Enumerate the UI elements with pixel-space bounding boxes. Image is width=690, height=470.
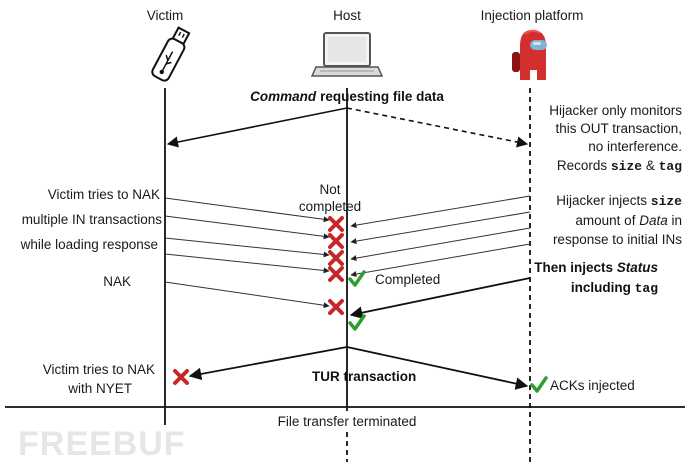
svg-text:NAK: NAK — [103, 274, 131, 289]
victim-nak-arrows — [164, 197, 330, 309]
svg-text:including tag: including tag — [571, 280, 658, 296]
usb-stick-icon — [151, 26, 191, 82]
injection-status-arrow — [349, 277, 531, 319]
svg-text:Victim tries to NAK: Victim tries to NAK — [43, 362, 155, 377]
injection-data-arrows — [350, 195, 531, 278]
svg-text:Records size & tag: Records size & tag — [557, 158, 682, 174]
svg-text:Then injects Status: Then injects Status — [534, 260, 658, 275]
command-arrow-injection — [346, 107, 529, 148]
monitor-note: Hijacker only monitors this OUT transact… — [549, 103, 682, 174]
tur-label: TUR transaction — [312, 369, 416, 384]
failed-x-marks — [328, 216, 344, 315]
status-check-icon — [348, 314, 366, 331]
completed-label: Completed — [375, 272, 440, 287]
watermark: FREEBUF — [18, 425, 186, 463]
command-arrow-victim — [166, 107, 348, 148]
not-completed-label-1: Not — [319, 182, 340, 197]
terminated-label-bg — [258, 411, 436, 431]
victim-nyet-note: Victim tries to NAK with NYET — [43, 362, 155, 396]
svg-text:multiple IN transactions: multiple IN transactions — [22, 212, 163, 227]
svg-text:Victim tries to NAK: Victim tries to NAK — [48, 187, 160, 202]
injection-header: Injection platform — [481, 8, 584, 23]
inject-status-note: Then injects Status including tag — [534, 260, 658, 296]
tur-arrow-victim — [188, 346, 348, 381]
nyet-x-icon — [173, 369, 189, 385]
svg-text:while loading response: while loading response — [20, 237, 158, 252]
victim-header: Victim — [147, 8, 184, 23]
svg-text:amount of Data in: amount of Data in — [575, 213, 682, 228]
svg-text:response to initial INs: response to initial INs — [553, 232, 682, 247]
laptop-icon — [310, 32, 384, 77]
svg-text:Hijacker only monitors: Hijacker only monitors — [549, 103, 682, 118]
host-header: Host — [333, 8, 361, 23]
acks-check-icon — [530, 376, 548, 393]
terminated-label: File transfer terminated — [278, 414, 417, 429]
injection-character-icon — [512, 29, 547, 80]
completed-check-icon — [348, 270, 366, 287]
acks-label: ACKs injected — [550, 378, 635, 393]
svg-text:this OUT transaction,: this OUT transaction, — [555, 121, 682, 136]
victim-nak-note: Victim tries to NAK multiple IN transact… — [20, 187, 163, 289]
tur-arrow-injection — [346, 346, 529, 390]
inject-data-note: Hijacker injects size amount of Data in … — [553, 193, 682, 247]
svg-text:no interference.: no interference. — [588, 139, 682, 154]
svg-text:Hijacker injects size: Hijacker injects size — [556, 193, 682, 209]
svg-text:with NYET: with NYET — [67, 381, 132, 396]
not-completed-label-2: completed — [299, 199, 361, 214]
